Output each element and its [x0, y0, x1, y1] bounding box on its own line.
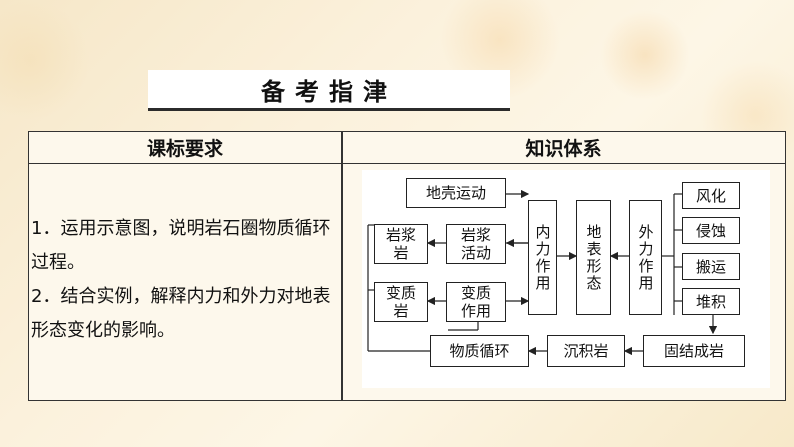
box-crust-movement: 地壳运动: [406, 178, 506, 208]
column-divider: [341, 132, 343, 400]
box-internal-force: 内力作用: [528, 200, 557, 315]
page-title-banner: 备考指津: [148, 70, 510, 111]
box-metamorphism: 变质作用: [446, 282, 506, 322]
box-erosion: 侵蚀: [682, 217, 740, 244]
requirement-item: 1．运用示意图，说明岩石圈物质循环过程。: [31, 218, 331, 273]
box-magma-activity: 岩浆活动: [446, 224, 506, 264]
background-flower: [0, 0, 90, 120]
requirement-item: 2．结合实例，解释内力和外力对地表形态变化的影响。: [31, 286, 331, 341]
box-weathering: 风化: [682, 182, 740, 209]
background-flower: [600, 10, 690, 100]
box-label: 变质作用: [460, 284, 491, 320]
column-header-requirements: 课标要求: [29, 132, 341, 164]
box-label: 变质岩: [385, 284, 416, 320]
box-material-cycle: 物质循环: [430, 335, 529, 367]
box-metamorphic-rock: 变质岩: [374, 282, 428, 322]
knowledge-diagram: 地壳运动 岩浆岩 岩浆活动 变质岩 变质作用 内力作用 地表形态 外力作用 风化…: [362, 170, 770, 388]
standards-table: 课标要求 知识体系 1．运用示意图，说明岩石圈物质循环过程。 2．结合实例，解释…: [28, 131, 786, 401]
box-consolidation: 固结成岩: [643, 335, 745, 367]
requirements-text: 1．运用示意图，说明岩石圈物质循环过程。 2．结合实例，解释内力和外力对地表形态…: [31, 212, 337, 348]
box-external-force: 外力作用: [629, 200, 662, 315]
page-title: 备考指津: [261, 77, 397, 106]
diagram-arrows: [367, 189, 718, 356]
box-magmatic-rock: 岩浆岩: [374, 224, 428, 264]
box-deposition: 堆积: [682, 288, 740, 315]
box-sedimentary-rock: 沉积岩: [547, 335, 625, 367]
box-landform: 地表形态: [576, 200, 611, 315]
box-label: 岩浆活动: [460, 226, 491, 262]
column-header-knowledge-system: 知识体系: [342, 132, 785, 164]
box-label: 岩浆岩: [385, 226, 416, 262]
box-transport: 搬运: [682, 253, 740, 280]
